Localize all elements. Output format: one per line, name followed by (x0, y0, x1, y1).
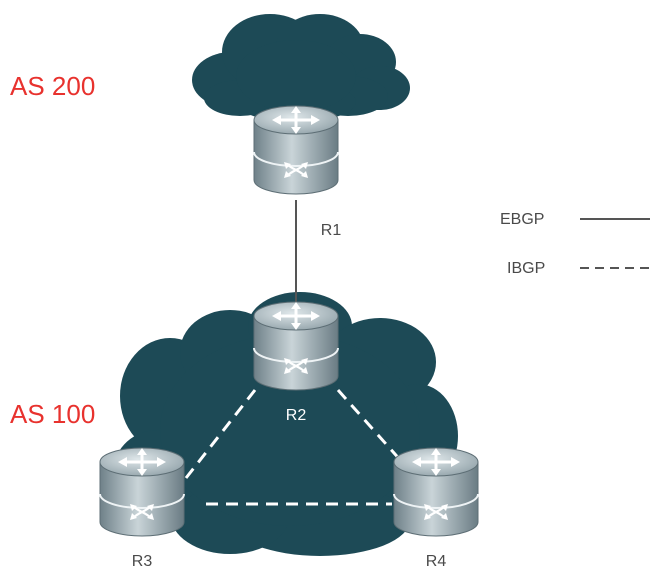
router-r2 (252, 300, 340, 392)
router-label-r3: R3 (132, 553, 153, 568)
as-label-200: AS 200 (10, 71, 95, 101)
router-icon (252, 104, 340, 196)
router-icon (392, 446, 480, 538)
router-icon (98, 446, 186, 538)
legend: EBGP IBGP (500, 211, 650, 277)
ibgp-links (184, 389, 404, 506)
router-icon (252, 300, 340, 392)
router-label-r1: R1 (321, 222, 342, 239)
router-label-r4: R4 (426, 553, 447, 568)
router-r1 (252, 104, 340, 196)
legend-ebgp-label: EBGP (500, 211, 544, 228)
router-label-r2: R2 (286, 407, 307, 424)
router-r4 (392, 446, 480, 538)
router-r3 (98, 446, 186, 538)
as-label-100: AS 100 (10, 399, 95, 429)
legend-ibgp-label: IBGP (507, 260, 545, 277)
